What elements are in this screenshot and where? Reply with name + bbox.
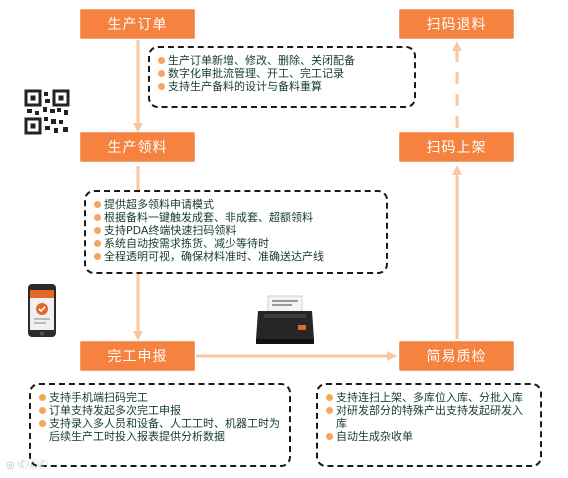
note-completion-report: 支持手机端扫码完工 订单支持发起多次完工申报 支持录入多人员和设备、人工工时、机… bbox=[29, 383, 291, 467]
bullet-icon bbox=[94, 227, 101, 234]
note-production-pick: 提供超多领料申请模式 根据备料一键触发成套、非成套、超额领料 支持PDA终端快速… bbox=[84, 190, 388, 274]
watermark: ◎ 🄫🄫🄫 bbox=[6, 460, 48, 471]
note-item: 全程透明可视，确保材料准时、准确送达产线 bbox=[94, 250, 378, 263]
note-production-order: 生产订单新增、修改、删除、关闭配备 数字化审批流管理、开工、完工记录 支持生产备… bbox=[148, 46, 416, 108]
bullet-icon bbox=[94, 214, 101, 221]
note-item: 对研发部分的特殊产出支持发起研发入库 bbox=[326, 404, 532, 430]
note-simple-qc: 支持连扫上架、多库位入库、分批入库 对研发部分的特殊产出支持发起研发入库 自动生… bbox=[316, 383, 542, 467]
node-scan-shelf: 扫码上架 bbox=[399, 132, 514, 162]
note-item: 支持生产备料的设计与备料重算 bbox=[158, 80, 406, 93]
node-simple-qc: 简易质检 bbox=[399, 341, 514, 371]
note-item: 系统自动按需求拣货、减少等待时 bbox=[94, 237, 378, 250]
node-scan-return: 扫码退料 bbox=[399, 9, 514, 39]
node-completion-report: 完工申报 bbox=[80, 341, 195, 371]
note-list: 提供超多领料申请模式 根据备料一键触发成套、非成套、超额领料 支持PDA终端快速… bbox=[94, 198, 378, 263]
node-production-order: 生产订单 bbox=[80, 9, 195, 39]
note-list: 支持连扫上架、多库位入库、分批入库 对研发部分的特殊产出支持发起研发入库 自动生… bbox=[326, 391, 532, 443]
bullet-icon bbox=[326, 407, 333, 414]
bullet-icon bbox=[94, 201, 101, 208]
bullet-icon bbox=[326, 394, 333, 401]
bullet-icon bbox=[39, 420, 46, 427]
note-item: 支持PDA终端快速扫码领料 bbox=[94, 224, 378, 237]
note-item: 根据备料一键触发成套、非成套、超额领料 bbox=[94, 211, 378, 224]
phone-icon bbox=[28, 284, 56, 337]
note-item: 提供超多领料申请模式 bbox=[94, 198, 378, 211]
bullet-icon bbox=[39, 407, 46, 414]
bullet-icon bbox=[158, 70, 165, 77]
bullet-icon bbox=[326, 433, 333, 440]
node-production-pick: 生产领料 bbox=[80, 132, 195, 162]
bullet-icon bbox=[94, 253, 101, 260]
note-item: 支持录入多人员和设备、人工工时、机器工时为后续生产工时投入报表提供分析数据 bbox=[39, 417, 281, 443]
note-item: 支持连扫上架、多库位入库、分批入库 bbox=[326, 391, 532, 404]
note-list: 生产订单新增、修改、删除、关闭配备 数字化审批流管理、开工、完工记录 支持生产备… bbox=[158, 54, 406, 93]
note-item: 自动生成杂收单 bbox=[326, 430, 532, 443]
note-item: 订单支持发起多次完工申报 bbox=[39, 404, 281, 417]
bullet-icon bbox=[158, 83, 165, 90]
note-item: 数字化审批流管理、开工、完工记录 bbox=[158, 67, 406, 80]
note-list: 支持手机端扫码完工 订单支持发起多次完工申报 支持录入多人员和设备、人工工时、机… bbox=[39, 391, 281, 443]
note-item: 生产订单新增、修改、删除、关闭配备 bbox=[158, 54, 406, 67]
bullet-icon bbox=[39, 394, 46, 401]
bullet-icon bbox=[158, 57, 165, 64]
note-item: 支持手机端扫码完工 bbox=[39, 391, 281, 404]
bullet-icon bbox=[94, 240, 101, 247]
printer-icon bbox=[256, 295, 314, 344]
qr-code-icon bbox=[24, 89, 70, 135]
